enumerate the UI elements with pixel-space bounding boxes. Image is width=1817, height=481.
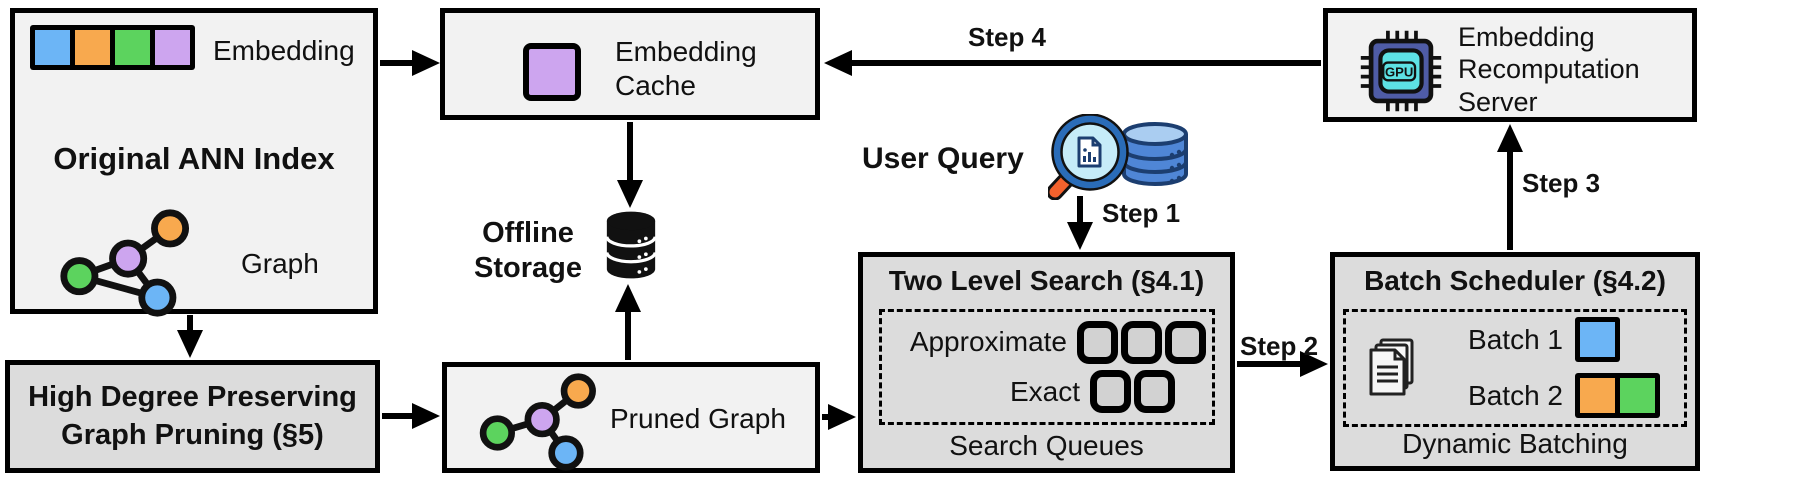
offline-storage-label: Offline Storage: [474, 217, 582, 285]
batch-1-label: Batch 1: [1468, 323, 1563, 355]
offline-storage: Offline Storage: [442, 200, 672, 295]
step-1-label: Step 1: [1102, 198, 1181, 228]
user-query-label: User Query: [862, 142, 1024, 175]
gpu-text: GPU: [1385, 65, 1413, 80]
graph-node-green: [60, 257, 99, 296]
graph-label: Graph: [241, 248, 319, 279]
recomputation-server-label: Embedding Recomputation Server: [1458, 22, 1640, 117]
dynamic-batching-label: Dynamic Batching: [1402, 428, 1628, 459]
batch-2-label: Batch 2: [1468, 379, 1563, 411]
batch-chip-blue: [1580, 322, 1615, 357]
batch-1-chips: [1575, 317, 1620, 362]
pruned-graph-label: Pruned Graph: [610, 403, 786, 434]
graph-node-blue: [548, 435, 584, 471]
queue-slot: [1121, 320, 1162, 364]
graph-node-blue: [138, 278, 177, 317]
batch-scheduler-title: Batch Scheduler (§4.2): [1364, 265, 1666, 296]
two-level-search-box: Two Level Search (§4.1) Approximate Exac…: [858, 252, 1235, 473]
exact-label: Exact: [1009, 375, 1080, 407]
queue-slot: [1134, 370, 1175, 414]
pruned-graph-icon: [479, 373, 596, 471]
documents-icon: [1369, 338, 1414, 396]
two-level-search-title: Two Level Search (§4.1): [888, 265, 1205, 296]
batch-1-row: Batch 1: [1451, 317, 1660, 362]
batch-rows: Batch 1 Batch 2: [1451, 317, 1660, 418]
dynamic-batching-panel: [1343, 309, 1687, 427]
embedding-chip-blue: [35, 30, 70, 65]
exact-queue-slots: [1090, 370, 1175, 414]
batch-chip-orange: [1580, 378, 1615, 413]
batch-2-row: Batch 2: [1451, 373, 1660, 418]
original-ann-index-box: Embedding Original ANN Index Graph: [10, 8, 378, 317]
exact-queue-row: Exact: [888, 370, 1206, 414]
queue-slot: [1165, 320, 1206, 364]
graph-pruning-box: High Degree Preserving Graph Pruning (§5…: [5, 360, 380, 473]
batch-2-chips: [1575, 373, 1660, 418]
recomputation-server-box: GPU Embedding Recomputation Server: [1323, 8, 1697, 122]
step-2-label: Step 2: [1240, 331, 1319, 361]
queue-slot: [1077, 320, 1118, 364]
database-icon: [605, 211, 657, 279]
step-4-label: Step 4: [967, 22, 1047, 52]
gpu-chip-icon: GPU: [1360, 30, 1442, 112]
embedding-chip-orange: [75, 30, 110, 65]
step-3-label: Step 3: [1522, 168, 1601, 198]
graph-pruning-title: High Degree Preserving Graph Pruning (§5…: [28, 380, 357, 451]
graph-nodes-icon: [60, 209, 190, 317]
embedding-cache-box: Embedding Cache: [440, 8, 820, 120]
approximate-queue-row: Approximate: [888, 320, 1206, 364]
search-queues-panel: Approximate Exact: [879, 309, 1215, 425]
batch-scheduler-box: Batch Scheduler (§4.2) Batch 1 Batch 2: [1330, 252, 1700, 471]
embedding-label: Embedding: [213, 35, 355, 66]
approximate-label: Approximate: [909, 326, 1067, 358]
embedding-chip-purple: [155, 30, 190, 65]
pruned-graph-box: Pruned Graph: [442, 362, 820, 473]
search-queues-label: Search Queues: [949, 430, 1144, 461]
graph-node-green: [479, 415, 515, 451]
cached-embedding-chip-icon: [523, 43, 581, 101]
approximate-queue-slots: [1077, 320, 1206, 364]
embedding-chip-green: [115, 30, 150, 65]
graph-node-orange: [151, 209, 190, 248]
graph-node-purple: [524, 402, 560, 438]
original-index-title: Original ANN Index: [53, 141, 335, 176]
magnifier-database-icon: [1048, 114, 1188, 200]
graph-node-orange: [560, 373, 596, 409]
embedding-cache-label: Embedding Cache: [615, 36, 757, 101]
embedding-vector-icon: [30, 25, 195, 70]
batch-chip-green: [1620, 378, 1655, 413]
graph-node-purple: [109, 239, 148, 278]
queue-slot: [1090, 370, 1131, 414]
